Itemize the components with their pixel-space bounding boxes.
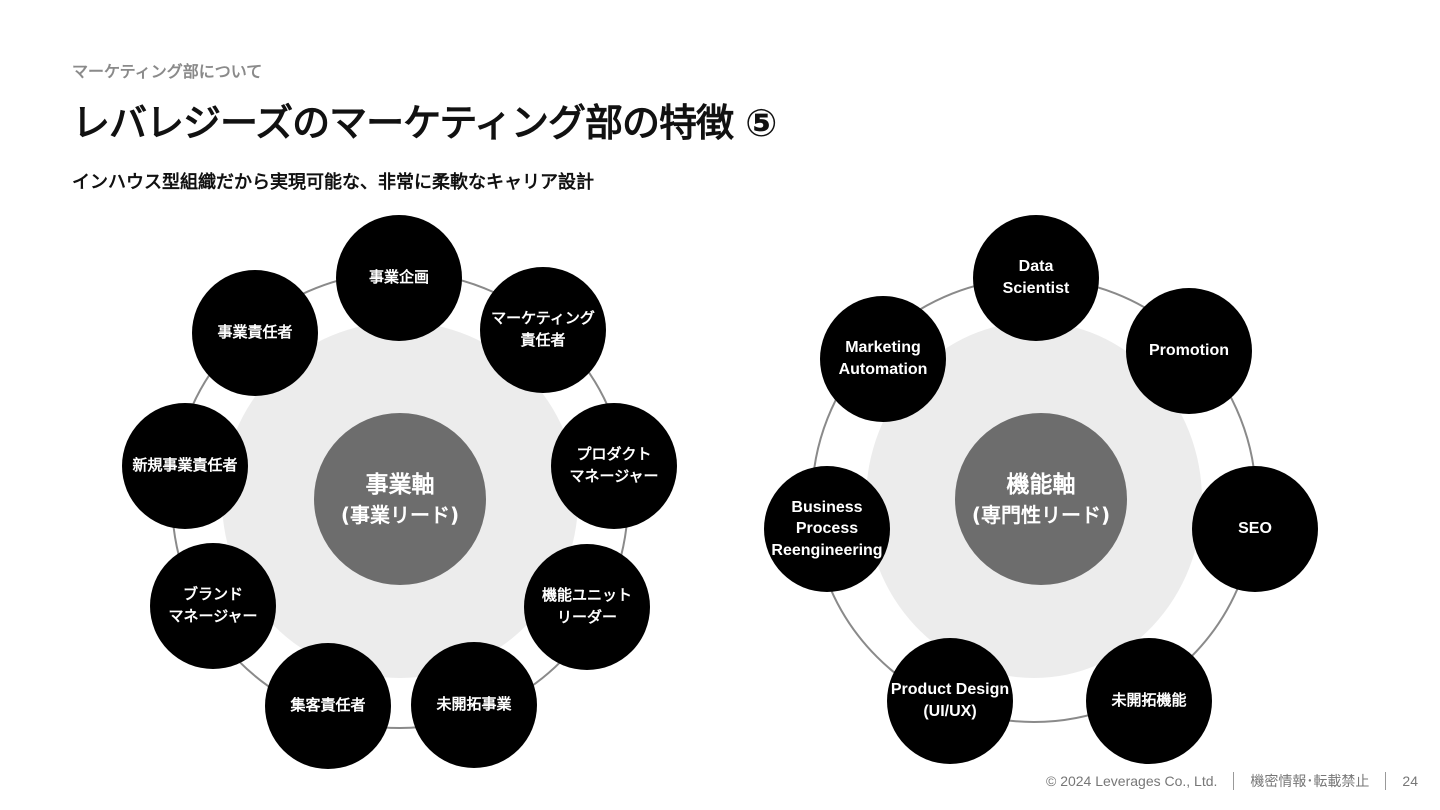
right-node-promotion: Promotion (1126, 288, 1252, 414)
left-node-brand-manager: ブランド マネージャー (150, 543, 276, 669)
left-node-marketing-lead: マーケティング 責任者 (480, 267, 606, 393)
page-subtitle: インハウス型組織だから実現可能な、非常に柔軟なキャリア設計 (72, 172, 594, 193)
eyebrow-label: マーケティング部について (72, 62, 263, 81)
right-center-circle: 機能軸 (専門性リード) (955, 413, 1127, 585)
right-center-title: 機能軸 (1006, 471, 1076, 498)
footer-page-number: 24 (1402, 773, 1418, 789)
left-node-function-unit-leader: 機能ユニット リーダー (524, 544, 650, 670)
footer-divider (1385, 772, 1387, 790)
right-center-subtitle: (専門性リード) (971, 503, 1111, 528)
right-node-unexplored-function: 未開拓機能 (1086, 638, 1212, 764)
left-center-title: 事業軸 (365, 471, 435, 498)
footer: © 2024 Leverages Co., Ltd. 機密情報･転載禁止 24 (1046, 771, 1418, 791)
footer-copyright: © 2024 Leverages Co., Ltd. (1045, 773, 1218, 789)
right-node-data-scientist: Data Scientist (973, 215, 1099, 341)
left-node-acquisition-lead: 集客責任者 (265, 643, 391, 769)
left-node-product-manager: プロダクト マネージャー (551, 403, 677, 529)
left-node-new-business-lead: 新規事業責任者 (122, 403, 248, 529)
left-center-circle: 事業軸 (事業リード) (314, 413, 486, 585)
right-node-bpr: Business Process Reengineering (764, 466, 890, 592)
right-node-marketing-automation: Marketing Automation (820, 296, 946, 422)
right-node-seo: SEO (1192, 466, 1318, 592)
left-center-subtitle: (事業リード) (340, 503, 460, 528)
left-node-business-planning: 事業企画 (336, 215, 462, 341)
left-node-business-lead: 事業責任者 (192, 270, 318, 396)
page-title: レバレジーズのマーケティング部の特徴 ⑤ (72, 101, 777, 145)
footer-divider (1233, 772, 1235, 790)
left-node-unexplored-business: 未開拓事業 (411, 642, 537, 768)
footer-confidential: 機密情報･転載禁止 (1250, 773, 1370, 789)
right-node-product-design: Product Design (UI/UX) (887, 638, 1013, 764)
